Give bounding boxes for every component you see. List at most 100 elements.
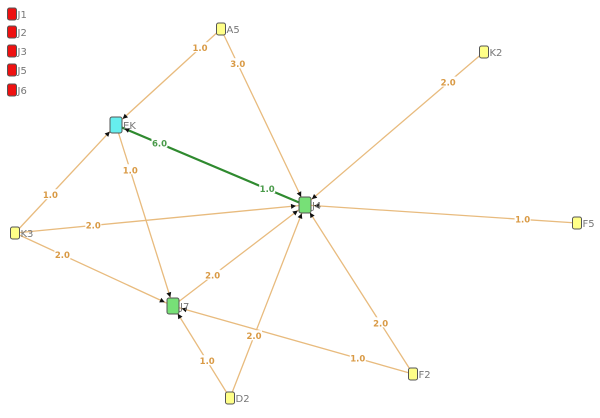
edge-F2-J4 bbox=[304, 204, 414, 375]
arrowhead-icon bbox=[309, 212, 315, 219]
node-box[interactable] bbox=[479, 45, 489, 59]
node-box[interactable] bbox=[166, 297, 180, 315]
arrowhead-icon bbox=[313, 203, 320, 209]
edge-label-bg bbox=[122, 164, 139, 175]
edge-K2-J4 bbox=[304, 51, 485, 206]
node-label: J4 bbox=[311, 201, 321, 212]
node-j5[interactable]: J5 bbox=[7, 63, 27, 77]
edge-label-bg bbox=[440, 76, 457, 87]
edge-D2-J4 bbox=[229, 204, 306, 399]
node-d2[interactable]: D2 bbox=[225, 391, 250, 405]
node-label: J6 bbox=[17, 86, 27, 97]
node-ek[interactable]: EK bbox=[109, 116, 136, 134]
edge-weight-label: 6.0 bbox=[152, 139, 167, 149]
edge-F5-J4 bbox=[304, 204, 578, 224]
node-f5[interactable]: F5 bbox=[572, 216, 595, 230]
edge-label-bg bbox=[85, 219, 102, 230]
node-box[interactable] bbox=[7, 44, 17, 58]
edge-weight-label: 3.0 bbox=[230, 60, 245, 70]
node-label: K2 bbox=[490, 48, 503, 59]
node-label: EK bbox=[123, 121, 136, 132]
edge-label-bg bbox=[514, 213, 531, 224]
node-box[interactable] bbox=[408, 367, 418, 381]
edge-labels-layer: 1.03.06.01.01.01.02.02.02.01.02.01.02.02… bbox=[42, 42, 531, 367]
edge-weight-label: 1.0 bbox=[350, 354, 365, 364]
arrowhead-icon bbox=[159, 297, 165, 303]
arrowhead-icon bbox=[122, 113, 129, 119]
arrowhead-icon bbox=[124, 128, 130, 133]
edge-weight-label: 1.0 bbox=[200, 357, 215, 367]
arrowhead-icon bbox=[181, 307, 188, 313]
node-label: J1 bbox=[17, 10, 27, 21]
edge-label-bg bbox=[372, 317, 389, 328]
arrowhead-icon bbox=[177, 313, 183, 320]
node-label: A5 bbox=[227, 25, 240, 36]
edge-F2-J7 bbox=[172, 305, 414, 375]
edge-EK-J7 bbox=[115, 124, 174, 307]
node-k2[interactable]: K2 bbox=[479, 45, 503, 59]
arrowhead-icon bbox=[104, 131, 110, 137]
arrowhead-icon bbox=[297, 213, 303, 219]
edge-label-bg bbox=[246, 330, 262, 341]
node-label: K3 bbox=[21, 229, 34, 240]
edge-J4-EK bbox=[115, 123, 306, 207]
node-box[interactable] bbox=[7, 7, 17, 21]
arrowhead-icon bbox=[290, 203, 297, 209]
edge-weight-label: 1.0 bbox=[43, 191, 58, 201]
node-label: J2 bbox=[17, 28, 27, 39]
edge-weight-label: 2.0 bbox=[86, 221, 101, 231]
edge-K3-J4 bbox=[14, 204, 306, 234]
node-box[interactable] bbox=[572, 216, 582, 230]
arrowhead-icon bbox=[166, 291, 172, 298]
edge-label-bg bbox=[204, 269, 221, 280]
node-box[interactable] bbox=[216, 22, 226, 36]
arrowhead-icon bbox=[311, 194, 318, 200]
edge-weight-label: 1.0 bbox=[192, 44, 207, 54]
edge-weight-label: 2.0 bbox=[55, 251, 70, 261]
node-label: D2 bbox=[236, 394, 250, 405]
node-box[interactable] bbox=[10, 226, 20, 240]
edge-J7-J4 bbox=[172, 204, 306, 307]
edge-weight-label: 2.0 bbox=[441, 79, 456, 89]
edge-weight-label: 2.0 bbox=[246, 332, 261, 342]
edge-label-bg bbox=[151, 137, 168, 148]
edge-weight-label: 1.0 bbox=[515, 215, 530, 225]
node-j7[interactable]: J7 bbox=[166, 297, 189, 315]
edge-label-bg bbox=[192, 42, 208, 53]
node-f2[interactable]: F2 bbox=[408, 367, 431, 381]
edge-weight-label: 1.0 bbox=[123, 166, 138, 176]
node-j4[interactable]: J4 bbox=[298, 196, 321, 214]
edge-label-bg bbox=[259, 183, 276, 193]
edge-label-bg bbox=[199, 355, 216, 366]
edge-weight-label: 2.0 bbox=[373, 319, 388, 329]
node-box[interactable] bbox=[7, 83, 17, 97]
node-box[interactable] bbox=[109, 116, 123, 134]
node-a5[interactable]: A5 bbox=[216, 22, 240, 36]
edge-D2-J7 bbox=[172, 305, 231, 399]
node-label: J5 bbox=[17, 66, 27, 77]
edge-A5-J4 bbox=[220, 28, 306, 206]
node-box[interactable] bbox=[225, 391, 235, 405]
arrowhead-icon bbox=[292, 210, 298, 216]
node-label: F5 bbox=[583, 219, 595, 230]
node-box[interactable] bbox=[7, 25, 17, 39]
node-j1[interactable]: J1 bbox=[7, 7, 27, 21]
node-k3[interactable]: K3 bbox=[10, 226, 34, 240]
edge-K3-J7 bbox=[14, 232, 174, 307]
edge-label-bg bbox=[54, 248, 71, 259]
node-j6[interactable]: J6 bbox=[7, 83, 27, 97]
node-label: F2 bbox=[419, 370, 431, 381]
edge-label-bg bbox=[229, 58, 246, 69]
node-label: J7 bbox=[179, 302, 189, 313]
edge-K3-EK bbox=[14, 124, 117, 234]
node-j2[interactable]: J2 bbox=[7, 25, 27, 39]
node-box[interactable] bbox=[7, 63, 17, 77]
arrowhead-icon bbox=[296, 191, 302, 197]
node-box[interactable] bbox=[298, 196, 312, 214]
edge-weight-label: 1.0 bbox=[260, 185, 275, 195]
node-label: J3 bbox=[17, 47, 27, 58]
node-j3[interactable]: J3 bbox=[7, 44, 27, 58]
edge-label-bg bbox=[349, 352, 366, 363]
